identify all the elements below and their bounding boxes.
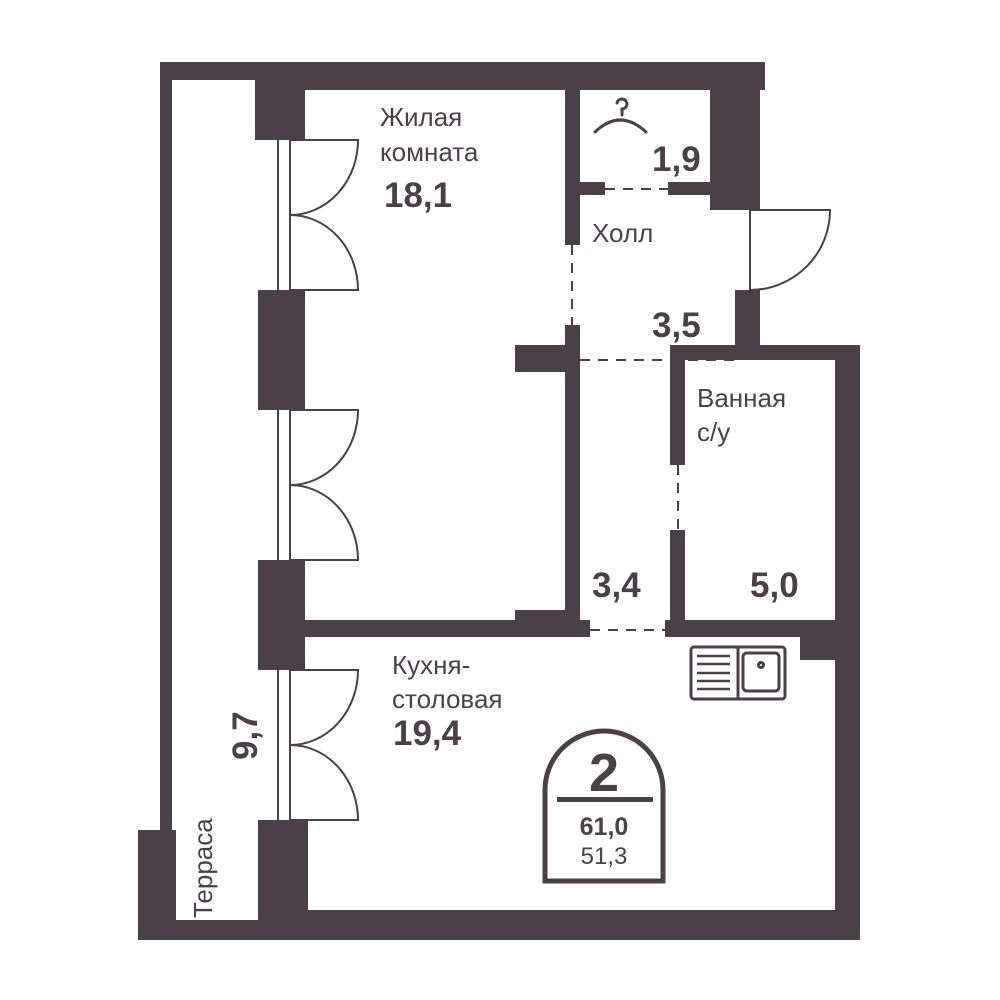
kitchen-name: Кухня-	[392, 650, 471, 680]
badge-living-area: 51,3	[580, 843, 628, 870]
bathroom-area: 5,0	[750, 566, 799, 605]
living-room-name-2: комната	[380, 137, 479, 167]
living-room-area: 18,1	[384, 176, 453, 215]
kitchen-area: 19,4	[393, 714, 462, 753]
apartment-badge	[542, 728, 666, 884]
bathroom-name: Ванная	[697, 383, 787, 413]
kitchen-name-2: столовая	[392, 684, 503, 714]
corridor-area: 3,4	[592, 566, 641, 605]
living-room-name: Жилая	[380, 102, 463, 132]
hanger-icon	[593, 97, 648, 134]
badge-rooms: 2	[588, 743, 620, 803]
sink-icon	[689, 645, 787, 701]
hall-name: Холл	[592, 218, 654, 248]
wardrobe-area: 1,9	[652, 140, 701, 179]
bathroom-name-2: с/у	[697, 417, 731, 447]
hall-area: 3,5	[652, 306, 701, 345]
badge-total-area: 61,0	[579, 813, 629, 841]
